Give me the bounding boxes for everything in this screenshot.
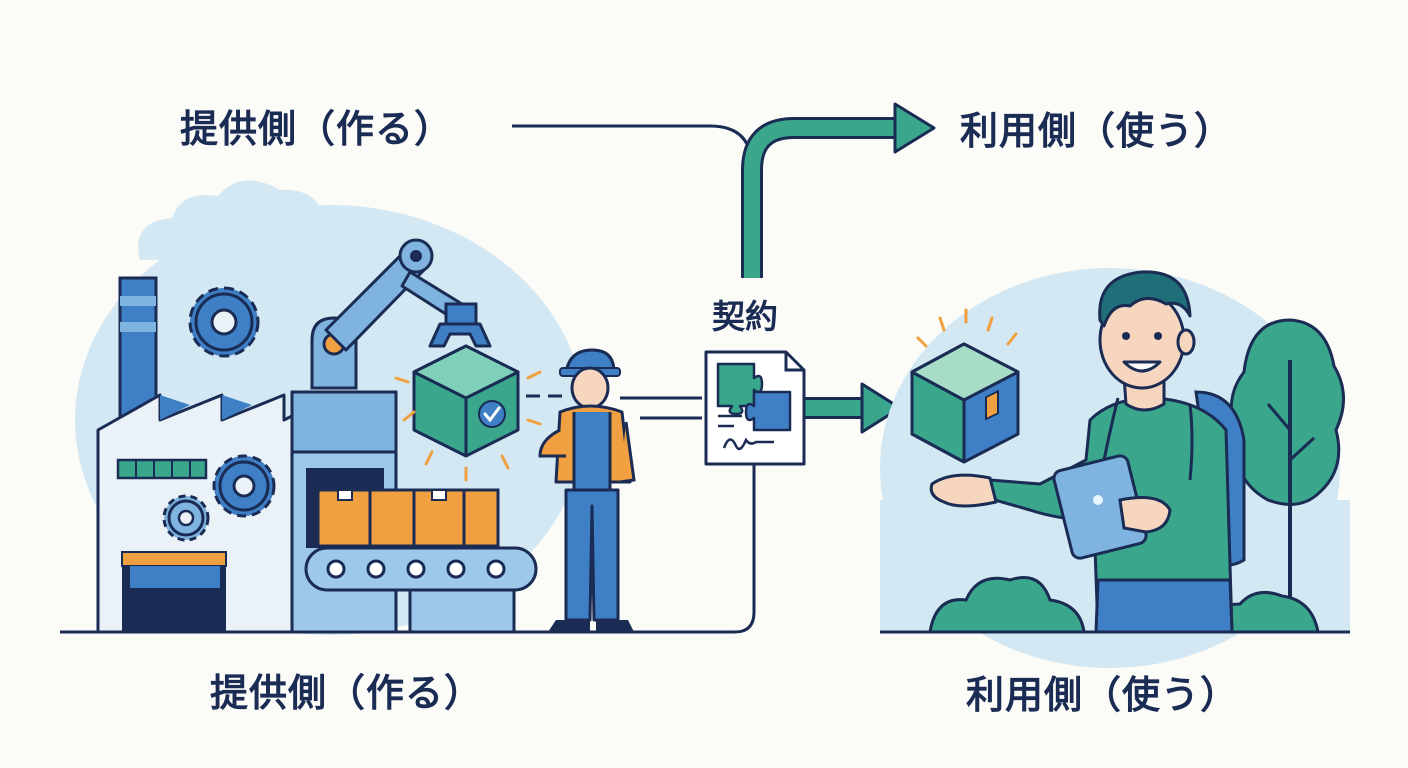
checked-box-icon [394, 344, 566, 482]
robot-arm [290, 238, 492, 454]
gear-icon [212, 454, 276, 518]
gear-icon [162, 494, 210, 542]
consumer-person [929, 270, 1246, 634]
bush-illustration [928, 576, 1320, 634]
provider-title-top: 提供側（作る） [180, 107, 454, 151]
provider-title-bottom: 提供側（作る） [210, 671, 484, 715]
contract-label: 契約 [712, 297, 778, 336]
factory-worker [538, 348, 636, 632]
gear-icon [188, 286, 260, 358]
delivered-box-icon [910, 308, 1020, 464]
conveyor-belt [290, 450, 538, 634]
consumer-title-top: 利用側（使う） [960, 109, 1234, 153]
top-flow-arrow [512, 102, 936, 278]
contract-document-icon [704, 350, 806, 466]
tree-illustration [1229, 318, 1346, 632]
contract-connector [620, 382, 902, 634]
consumer-title-bottom: 利用側（使う） [966, 673, 1240, 717]
